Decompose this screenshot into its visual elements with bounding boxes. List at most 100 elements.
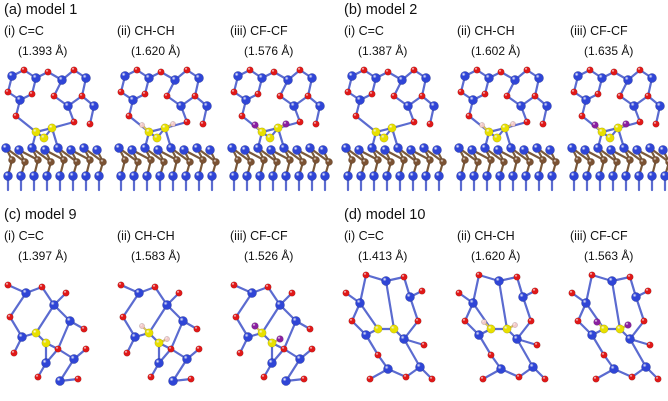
o-atom bbox=[86, 120, 94, 128]
o-atom bbox=[428, 375, 436, 383]
o-atom bbox=[497, 68, 505, 76]
si-atom bbox=[361, 330, 371, 340]
si-atom bbox=[608, 171, 618, 181]
bond bbox=[121, 291, 141, 319]
o-atom bbox=[426, 120, 434, 128]
si-atom bbox=[134, 288, 144, 298]
si-atom bbox=[153, 145, 163, 155]
substrate-c-atom bbox=[212, 158, 220, 166]
substrate-c-atom bbox=[21, 158, 29, 166]
si-atom bbox=[243, 332, 253, 342]
o-atom bbox=[308, 345, 316, 353]
si-atom bbox=[166, 143, 176, 153]
o-atom bbox=[238, 112, 246, 120]
si-atom bbox=[178, 316, 188, 326]
si-atom bbox=[607, 276, 617, 286]
substrate-c-atom bbox=[387, 158, 395, 166]
o-atom bbox=[44, 68, 52, 76]
si-atom bbox=[155, 171, 165, 181]
subpanel-a-1: (i) C=C(1.393 Å) bbox=[1, 24, 107, 192]
c-atom bbox=[389, 324, 399, 334]
o-atom bbox=[586, 66, 594, 74]
si-atom bbox=[496, 364, 506, 374]
bond bbox=[497, 279, 509, 331]
si-atom bbox=[81, 73, 91, 83]
si-atom bbox=[292, 145, 302, 155]
substrate-c-atom bbox=[539, 156, 547, 164]
si-atom bbox=[482, 171, 492, 181]
o-atom bbox=[592, 375, 600, 383]
si-atom bbox=[318, 145, 328, 155]
si-atom bbox=[241, 95, 251, 105]
substrate-c-atom bbox=[260, 156, 268, 164]
molecular-structure bbox=[568, 271, 662, 383]
o-atom bbox=[636, 66, 644, 74]
bond bbox=[14, 114, 38, 134]
si-atom bbox=[69, 354, 79, 364]
o-atom bbox=[312, 120, 320, 128]
si-atom bbox=[521, 171, 531, 181]
si-atom bbox=[631, 292, 641, 302]
f-atom bbox=[622, 120, 630, 128]
o-atom bbox=[276, 92, 284, 100]
si-atom bbox=[634, 171, 644, 181]
subpanel-label: (ii) CH-CH bbox=[457, 229, 515, 243]
si-atom bbox=[528, 362, 538, 372]
o-atom bbox=[402, 373, 410, 381]
si-atom bbox=[534, 171, 544, 181]
o-atom bbox=[280, 345, 288, 353]
si-atom bbox=[567, 143, 577, 153]
o-atom bbox=[636, 118, 644, 126]
o-atom bbox=[50, 92, 58, 100]
subpanel-b-2: (ii) CH-CH(1.602 Å) bbox=[454, 24, 560, 192]
si-atom bbox=[403, 101, 413, 111]
f-atom bbox=[251, 121, 259, 129]
o-atom bbox=[610, 68, 618, 76]
si-atom bbox=[14, 145, 24, 155]
o-atom bbox=[374, 351, 382, 359]
substrate-c-atom bbox=[439, 158, 447, 166]
si-atom bbox=[419, 143, 429, 153]
substrate-c-atom bbox=[665, 158, 668, 166]
si-atom bbox=[480, 143, 490, 153]
c-atom bbox=[371, 127, 381, 137]
si-atom bbox=[181, 171, 191, 181]
c-atom bbox=[152, 133, 162, 143]
subpanel-label: (i) C=C bbox=[4, 24, 44, 38]
panel-d: (d) model 10(i) C=C(1.413 Å)(ii) CH-CH(1… bbox=[342, 207, 662, 383]
molecular-structure bbox=[342, 271, 436, 383]
panel-title: (d) model 10 bbox=[344, 207, 425, 223]
si-atom bbox=[641, 362, 651, 372]
si-atom bbox=[94, 171, 104, 181]
bond bbox=[56, 319, 72, 351]
si-atom bbox=[279, 143, 289, 153]
si-atom bbox=[468, 95, 478, 105]
o-atom bbox=[646, 341, 654, 349]
substrate-c-atom bbox=[500, 158, 508, 166]
subpanel-label: (i) C=C bbox=[344, 229, 384, 243]
f-atom bbox=[593, 318, 601, 326]
c-atom bbox=[599, 324, 609, 334]
si-atom bbox=[581, 298, 591, 308]
o-atom bbox=[568, 289, 576, 297]
substrate-c-atom bbox=[34, 156, 42, 164]
c-atom bbox=[597, 127, 607, 137]
subpanel-b-1: (i) C=C(1.387 Å) bbox=[341, 24, 447, 192]
o-atom bbox=[628, 373, 636, 381]
o-atom bbox=[352, 112, 360, 120]
si-atom bbox=[207, 171, 217, 181]
bond bbox=[8, 291, 28, 319]
molecular-structure bbox=[114, 66, 220, 192]
h-atom bbox=[139, 323, 145, 329]
substrate-c-atom bbox=[99, 158, 107, 166]
subpanel-label: (iii) CF-CF bbox=[570, 229, 628, 243]
c-atom bbox=[257, 127, 267, 137]
o-atom bbox=[80, 325, 88, 333]
o-atom bbox=[175, 289, 183, 297]
h-atom bbox=[170, 121, 176, 127]
si-atom bbox=[510, 75, 520, 85]
subpanel-label: (iii) CF-CF bbox=[570, 24, 628, 38]
bond bbox=[515, 337, 535, 369]
o-atom bbox=[418, 287, 426, 295]
o-atom bbox=[187, 375, 195, 383]
